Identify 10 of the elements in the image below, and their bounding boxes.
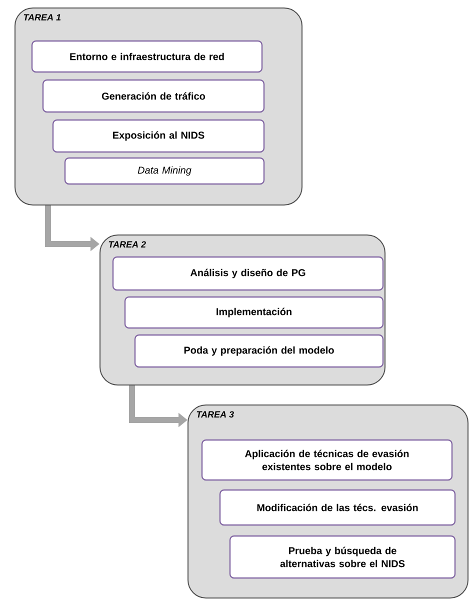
task-box: Entorno e infraestructura de red xyxy=(31,40,263,73)
task-box: Data Mining xyxy=(64,157,265,185)
task-box: Modificación de las técs. evasión xyxy=(219,489,456,526)
task-box: Aplicación de técnicas de evasión existentes sobre el modelo xyxy=(201,439,453,481)
task-box: Generación de tráfico xyxy=(42,79,265,113)
task-box: Poda y preparación del modelo xyxy=(134,334,384,368)
task-box: Exposición al NIDS xyxy=(52,119,265,153)
task-box: Análisis y diseño de PG xyxy=(112,256,384,291)
task-box: Prueba y búsqueda de alternativas sobre el NIDS xyxy=(229,535,456,579)
task-box: Implementación xyxy=(124,296,384,329)
